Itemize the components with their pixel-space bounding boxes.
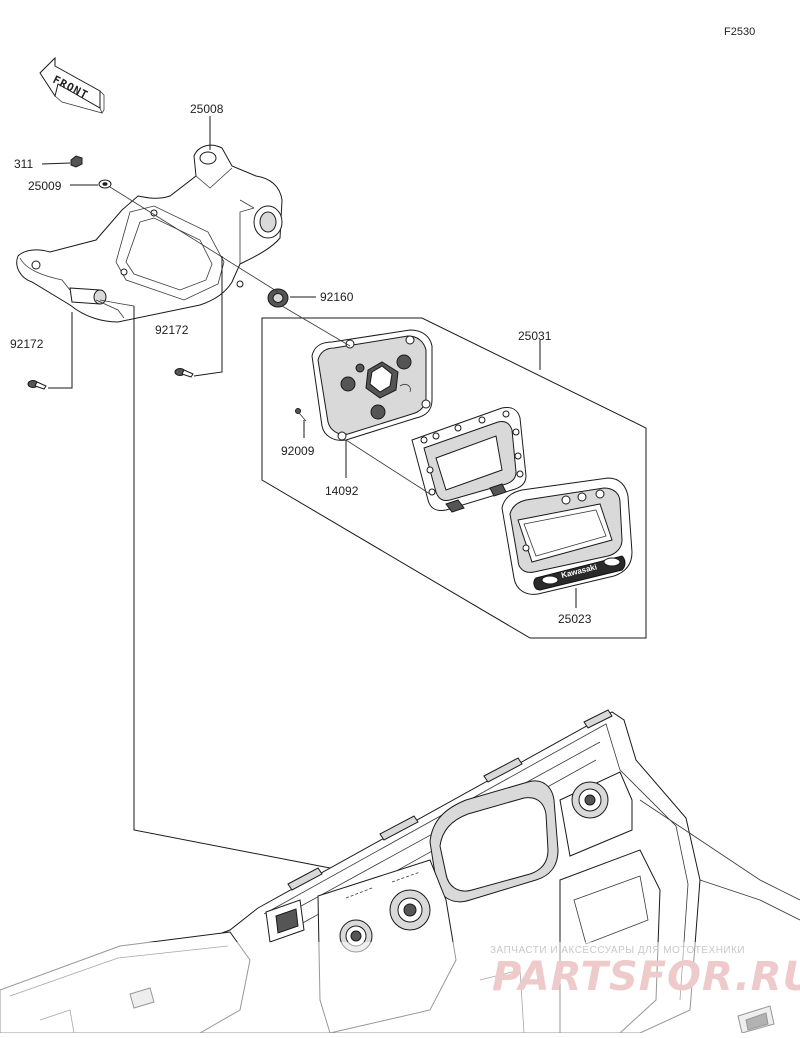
front-arrow-icon: FRONT — [39, 56, 105, 114]
grommet-92160 — [267, 288, 289, 308]
part-label-311: 311 — [14, 157, 33, 171]
watermark-tagline: ЗАПЧАСТИ И АКСЕССУАРЫ ДЛЯ МОТОТЕХНИКИ — [490, 945, 745, 956]
bracket-25008 — [16, 144, 283, 323]
gasket-frame — [411, 407, 527, 513]
diagram-id: F2530 — [724, 26, 755, 38]
part-label-25031: 25031 — [518, 329, 552, 343]
nut-311 — [70, 155, 83, 168]
part-label-14092: 14092 — [325, 484, 359, 498]
part-label-92160: 92160 — [320, 290, 354, 304]
part-label-92172-left: 92172 — [10, 337, 44, 351]
washer-25009 — [98, 179, 112, 189]
part-label-25023: 25023 — [558, 612, 592, 626]
meter-25023: Kawasaki — [501, 477, 633, 595]
part-label-25009: 25009 — [28, 179, 62, 193]
bolt-92172-center — [174, 368, 194, 378]
leader-lines — [41, 116, 577, 608]
part-label-92009: 92009 — [281, 444, 315, 458]
bolt-92172-left — [27, 380, 47, 390]
part-label-92172-center: 92172 — [155, 323, 189, 337]
part-label-25008: 25008 — [190, 102, 224, 116]
part-labels: 25008 311 25009 92160 92172 92172 25031 … — [10, 102, 592, 626]
watermark-brand: PARTSFOR.RU — [492, 954, 800, 1000]
reference-line-dashboard — [133, 306, 331, 869]
watermark: ЗАПЧАСТИ И АКСЕССУАРЫ ДЛЯ МОТОТЕХНИКИ PA… — [490, 945, 800, 1000]
case-14092 — [311, 329, 433, 441]
screw-92009 — [295, 408, 307, 422]
assembly-box-25031 — [261, 317, 647, 639]
